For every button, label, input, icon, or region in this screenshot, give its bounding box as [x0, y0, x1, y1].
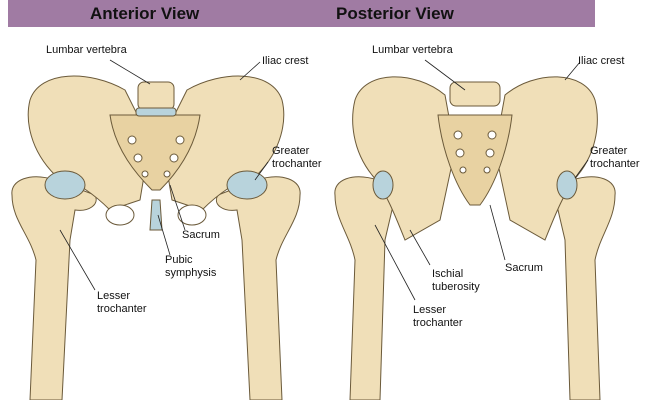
- obturator-foramen: [105, 204, 135, 226]
- leader-line: [59, 229, 96, 291]
- right-femur: [216, 176, 301, 400]
- label-pubic-symphysis-1: Pubic: [165, 254, 193, 266]
- sacrum-posterior: [437, 114, 513, 206]
- lumbar-vertebra: [137, 81, 175, 111]
- leader-line: [254, 161, 269, 181]
- right-ilium: [161, 75, 285, 211]
- pubic-symphysis: [149, 199, 163, 231]
- left-ilium-posterior: [352, 76, 456, 241]
- anterior-pelvis: [11, 59, 301, 400]
- sacral-foramen: [453, 130, 463, 140]
- label-lesser-trochanter-posterior-1: Lesser: [413, 304, 447, 316]
- left-hip-cartilage-posterior: [372, 170, 394, 200]
- label-lesser-trochanter-anterior-2: trochanter: [97, 303, 147, 315]
- label-lumbar-vertebra-anterior: Lumbar vertebra: [46, 44, 127, 56]
- right-hip-cartilage: [226, 170, 268, 200]
- leader-line: [157, 214, 171, 256]
- label-ischial-tuberosity-1: Ischial: [432, 268, 464, 280]
- left-femur: [11, 176, 97, 400]
- sacral-foramen: [141, 170, 149, 178]
- sacral-foramen: [485, 148, 495, 158]
- sacral-foramen: [163, 170, 171, 178]
- label-iliac-crest-posterior: Iliac crest: [578, 55, 625, 67]
- leader-line: [564, 61, 581, 81]
- leader-line: [489, 204, 506, 261]
- leader-line: [409, 229, 431, 266]
- posterior-view-title: Posterior View: [336, 4, 454, 23]
- posterior-pelvis: [334, 59, 616, 400]
- sacral-foramen: [483, 166, 491, 174]
- label-lumbar-vertebra-posterior: Lumbar vertebra: [372, 44, 453, 56]
- right-ilium-posterior: [494, 76, 598, 241]
- intervertebral-disc: [135, 107, 177, 117]
- leader-line: [169, 184, 186, 231]
- label-sacrum-posterior: Sacrum: [505, 262, 543, 274]
- left-hip-cartilage: [44, 170, 86, 200]
- left-ilium: [27, 75, 151, 211]
- label-greater-trochanter-posterior-1: Greater: [590, 145, 628, 157]
- obturator-foramen: [177, 204, 207, 226]
- header-bar: Anterior View Posterior View: [8, 0, 595, 27]
- label-iliac-crest-anterior: Iliac crest: [262, 55, 309, 67]
- sacral-foramen: [175, 135, 185, 145]
- label-greater-trochanter-posterior-2: trochanter: [590, 158, 640, 170]
- lumbar-vertebra-posterior: [449, 81, 501, 107]
- leader-line: [374, 224, 416, 301]
- sacrum: [109, 114, 201, 191]
- sacral-foramen: [133, 153, 143, 163]
- sacral-foramen: [459, 166, 467, 174]
- sacral-foramen: [127, 135, 137, 145]
- label-sacrum-anterior: Sacrum: [182, 229, 220, 241]
- anterior-view-title: Anterior View: [90, 4, 200, 23]
- right-hip-cartilage-posterior: [556, 170, 578, 200]
- leader-line: [574, 159, 589, 179]
- label-greater-trochanter-anterior-2: trochanter: [272, 158, 322, 170]
- sacral-foramen: [487, 130, 497, 140]
- leader-line: [109, 59, 151, 85]
- label-lesser-trochanter-posterior-2: trochanter: [413, 317, 463, 329]
- label-lesser-trochanter-anterior-1: Lesser: [97, 290, 131, 302]
- leader-line: [424, 59, 466, 91]
- label-greater-trochanter-anterior-1: Greater: [272, 145, 310, 157]
- label-pubic-symphysis-2: symphysis: [165, 267, 217, 279]
- leader-line: [239, 61, 261, 81]
- label-ischial-tuberosity-2: tuberosity: [432, 281, 480, 293]
- sacral-foramen: [455, 148, 465, 158]
- sacral-foramen: [169, 153, 179, 163]
